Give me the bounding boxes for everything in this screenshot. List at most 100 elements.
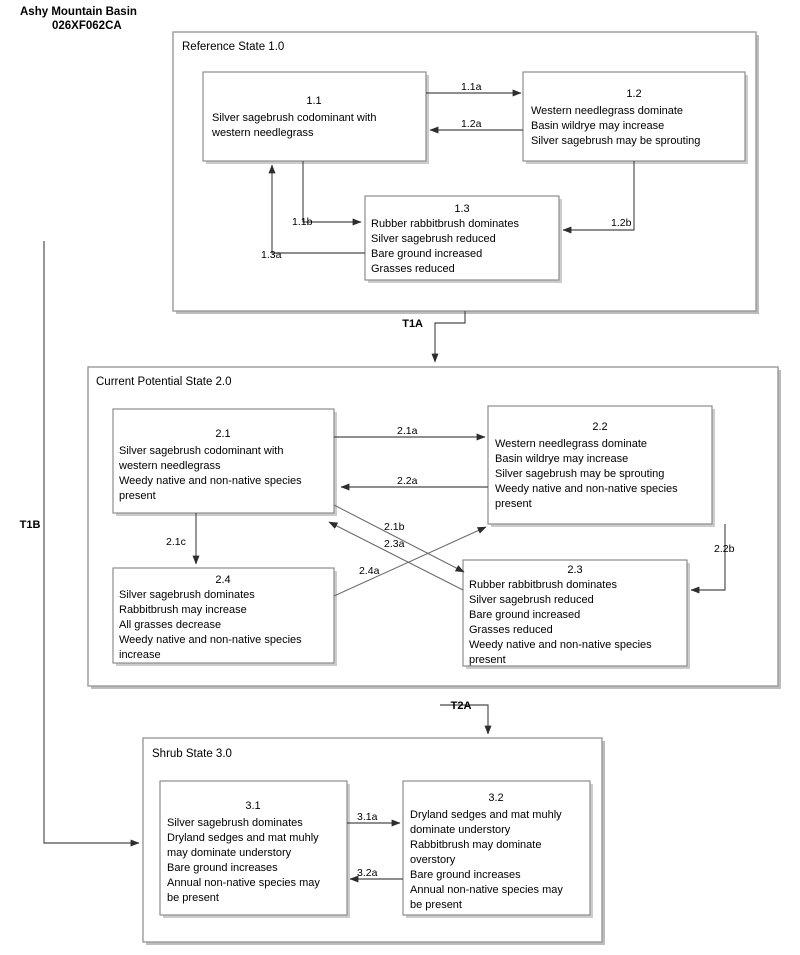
title-line-2: 026XF062CA xyxy=(52,20,122,32)
phase-line-2-4-2: All grasses decrease xyxy=(119,619,221,631)
phase-line-2-2-1: Basin wildrye may increase xyxy=(495,453,628,465)
state-label-reference: Reference State 1.0 xyxy=(182,41,284,53)
phase-box-2-3[interactable]: 2.3 Rubber rabbitbrush dominates Silver … xyxy=(462,559,690,669)
pathway-label-2-2a: 2.2a xyxy=(397,475,418,487)
phase-line-2-4-1: Rabbitbrush may increase xyxy=(119,604,247,616)
phase-line-1-2-0: Western needlegrass dominate xyxy=(531,105,683,117)
pathway-arrow-1-1b[interactable]: 1.1b xyxy=(292,161,362,228)
phase-number-2-1: 2.1 xyxy=(215,428,230,440)
pathway-arrow-2-1c[interactable]: 2.1c xyxy=(166,513,200,565)
phase-line-2-3-2: Bare ground increased xyxy=(469,609,580,621)
pathway-label-3-1a: 3.1a xyxy=(357,811,378,823)
diagram-title: Ashy Mountain Basin 026XF062CA xyxy=(20,6,137,32)
pathway-arrow-2-2a[interactable]: 2.2a xyxy=(340,475,488,491)
phase-line-3-1-3: Bare ground increases xyxy=(167,862,278,874)
phase-line-2-2-0: Western needlegrass dominate xyxy=(495,438,647,450)
phase-line-2-3-3: Grasses reduced xyxy=(469,624,553,636)
state-label-shrub: Shrub State 3.0 xyxy=(152,748,232,760)
phase-line-2-2-3: Weedy native and non-native species xyxy=(495,483,678,495)
pathway-arrow-3-2a[interactable]: 3.2a xyxy=(349,867,403,883)
phase-line-1-3-1: Silver sagebrush reduced xyxy=(371,233,496,245)
pathway-arrow-1-2a[interactable]: 1.2a xyxy=(429,118,523,134)
phase-line-1-1-0: Silver sagebrush codominant with xyxy=(212,112,376,124)
phase-line-2-1-2: Weedy native and non-native species xyxy=(119,475,302,487)
phase-line-3-2-3: overstory xyxy=(410,854,456,866)
pathway-label-1-2a: 1.2a xyxy=(461,118,482,130)
phase-number-2-3: 2.3 xyxy=(567,564,582,576)
pathway-arrow-1-2b[interactable]: 1.2b xyxy=(562,161,635,234)
phase-line-2-1-1: western needlegrass xyxy=(118,460,221,472)
pathway-label-1-2b: 1.2b xyxy=(611,217,632,229)
phase-line-3-1-5: be present xyxy=(167,892,219,904)
phase-line-3-1-4: Annual non-native species may xyxy=(167,877,320,889)
pathway-arrow-2-3a[interactable]: 2.3a xyxy=(328,521,464,591)
phase-line-2-4-0: Silver sagebrush dominates xyxy=(119,589,255,601)
pathway-arrow-2-4a[interactable]: 2.4a xyxy=(333,526,487,597)
phase-line-3-2-5: Annual non-native species may xyxy=(410,884,563,896)
phase-line-1-1-1: western needlegrass xyxy=(211,127,314,139)
phase-number-2-4: 2.4 xyxy=(215,574,230,586)
transition-arrow-t2a[interactable]: T2A xyxy=(440,700,492,735)
pathway-label-3-2a: 3.2a xyxy=(357,867,378,879)
phase-line-3-2-2: Rabbitbrush may dominate xyxy=(410,839,541,851)
phase-box-2-4[interactable]: 2.4 Silver sagebrush dominates Rabbitbru… xyxy=(112,567,337,666)
phase-box-1-2[interactable]: 1.2 Western needlegrass dominate Basin w… xyxy=(522,71,748,164)
phase-line-3-1-0: Silver sagebrush dominates xyxy=(167,817,303,829)
phase-line-2-3-5: present xyxy=(469,654,506,666)
pathway-label-2-1c: 2.1c xyxy=(166,536,186,548)
phase-box-1-1[interactable]: 1.1 Silver sagebrush codominant with wes… xyxy=(202,71,429,164)
phase-box-3-1[interactable]: 3.1 Silver sagebrush dominates Dryland s… xyxy=(159,780,350,918)
phase-box-1-3[interactable]: 1.3 Rubber rabbitbrush dominates Silver … xyxy=(364,195,562,283)
transition-label-t1b: T1B xyxy=(20,519,41,531)
phase-line-1-3-2: Bare ground increased xyxy=(371,248,482,260)
phase-line-2-3-0: Rubber rabbitbrush dominates xyxy=(469,579,617,591)
pathway-arrow-2-1a[interactable]: 2.1a xyxy=(334,425,486,441)
phase-line-1-3-0: Rubber rabbitbrush dominates xyxy=(371,218,519,230)
pathway-arrow-2-2b[interactable]: 2.2b xyxy=(690,524,735,594)
phase-box-2-2[interactable]: 2.2 Western needlegrass dominate Basin w… xyxy=(487,405,715,527)
phase-line-2-4-4: increase xyxy=(119,649,161,661)
phase-line-2-1-3: present xyxy=(119,490,156,502)
phase-line-2-2-4: present xyxy=(495,498,532,510)
phase-line-2-3-1: Silver sagebrush reduced xyxy=(469,594,594,606)
phase-line-2-3-4: Weedy native and non-native species xyxy=(469,639,652,651)
pathway-label-1-1a: 1.1a xyxy=(461,81,482,93)
pathway-label-2-1a: 2.1a xyxy=(397,425,418,437)
phase-box-2-1[interactable]: 2.1 Silver sagebrush codominant with wes… xyxy=(112,408,337,516)
phase-number-1-1: 1.1 xyxy=(306,95,321,107)
phase-line-2-1-0: Silver sagebrush codominant with xyxy=(119,445,283,457)
pathway-label-2-2b: 2.2b xyxy=(714,543,735,555)
pathway-arrow-3-1a[interactable]: 3.1a xyxy=(347,811,401,827)
phase-box-3-2[interactable]: 3.2 Dryland sedges and mat muhly dominat… xyxy=(402,780,593,918)
pathway-arrow-1-3a[interactable]: 1.3a xyxy=(261,164,365,261)
title-line-1: Ashy Mountain Basin xyxy=(20,6,137,18)
phase-number-1-3: 1.3 xyxy=(454,203,469,215)
phase-number-3-1: 3.1 xyxy=(245,800,260,812)
phase-line-2-4-3: Weedy native and non-native species xyxy=(119,634,302,646)
pathway-label-2-4a: 2.4a xyxy=(359,565,380,577)
phase-line-3-1-2: may dominate understory xyxy=(167,847,292,859)
pathway-arrow-1-1a[interactable]: 1.1a xyxy=(426,81,522,97)
transition-label-t2a: T2A xyxy=(451,700,472,712)
phase-line-3-2-1: dominate understory xyxy=(410,824,511,836)
phase-line-1-3-3: Grasses reduced xyxy=(371,263,455,275)
pathway-arrow-2-1b[interactable]: 2.1b xyxy=(333,504,465,573)
phase-line-3-1-1: Dryland sedges and mat muhly xyxy=(167,832,319,844)
transition-arrow-t1a[interactable]: T1A xyxy=(402,311,466,363)
phase-line-1-2-2: Silver sagebrush may be sprouting xyxy=(531,135,700,147)
phase-number-3-2: 3.2 xyxy=(488,792,503,804)
phase-line-1-2-1: Basin wildrye may increase xyxy=(531,120,664,132)
phase-line-3-2-6: be present xyxy=(410,899,462,911)
state-label-current-potential: Current Potential State 2.0 xyxy=(96,376,232,388)
phase-line-3-2-4: Bare ground increases xyxy=(410,869,521,881)
pathway-label-1-3a: 1.3a xyxy=(261,249,282,261)
pathway-label-2-3a: 2.3a xyxy=(384,538,405,550)
transition-label-t1a: T1A xyxy=(402,318,423,330)
pathway-label-1-1b: 1.1b xyxy=(292,216,313,228)
phase-line-2-2-2: Silver sagebrush may be sprouting xyxy=(495,468,664,480)
transition-arrow-t1b[interactable]: T1B xyxy=(20,241,140,847)
pathway-label-2-1b: 2.1b xyxy=(384,521,405,533)
phase-line-3-2-0: Dryland sedges and mat muhly xyxy=(410,809,562,821)
phase-number-1-2: 1.2 xyxy=(626,88,641,100)
